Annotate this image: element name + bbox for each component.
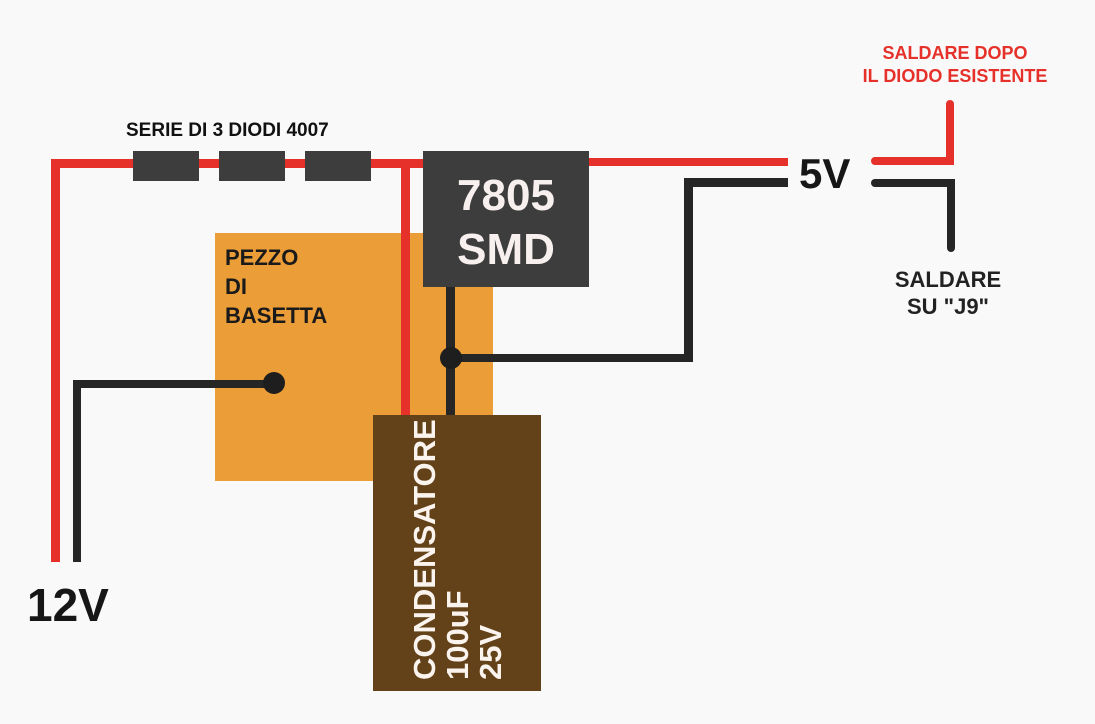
solder-positive-wire-vertical [946, 100, 954, 165]
diode-3 [305, 151, 371, 181]
solder-note-red: SALDARE DOPO IL DIODO ESISTENTE [840, 42, 1070, 88]
solder-ground-wire-vertical [947, 179, 955, 252]
input-ground-over-board [215, 380, 275, 388]
capacitor: CONDENSATORE 100uF 25V [373, 415, 541, 691]
capacitor-label-line1: CONDENSATORE [407, 419, 442, 680]
solder-ground-wire-horizontal [871, 179, 955, 187]
diode-2 [219, 151, 285, 181]
input-voltage-label: 12V [27, 579, 109, 631]
solder-note-red-line1: SALDARE DOPO [882, 43, 1028, 63]
input-positive-wire-vertical [51, 161, 60, 562]
regulator-label-line2: SMD [457, 225, 555, 274]
diodes-label: SERIE DI 3 DIODI 4007 [126, 120, 329, 141]
input-ground-wire-vertical [73, 380, 81, 562]
ground-pad-dot-over-board [263, 372, 285, 394]
output-ground-wire-vertical [684, 180, 693, 362]
board-label: PEZZO DI BASETTA [225, 243, 327, 330]
solder-note-black-line1: SALDARE [894, 267, 1002, 292]
regulator-7805: 7805 SMD [423, 151, 589, 287]
output-voltage-label: 5V [799, 150, 851, 197]
board-label-line3: BASETTA [225, 303, 328, 328]
output-positive-wire [588, 158, 788, 166]
positive-wire-over-board [401, 233, 410, 416]
ground-junction-dot-over-board [440, 347, 462, 369]
output-ground-wire-top [684, 178, 788, 187]
board-label-line2: DI [225, 274, 247, 299]
solder-note-red-line2: IL DIODO ESISTENTE [862, 66, 1048, 86]
solder-note-black: SALDARE SU "J9" [848, 266, 1048, 320]
diode-1 [133, 151, 199, 181]
regulator-label-line1: 7805 [457, 171, 555, 220]
capacitor-label-line2: 100uF [440, 590, 475, 680]
input-ground-wire-horizontal [73, 380, 273, 388]
capacitor-label: CONDENSATORE 100uF 25V [407, 419, 508, 680]
output-ground-over-board [452, 354, 493, 362]
board-label-line1: PEZZO [225, 245, 299, 270]
solder-note-black-line2: SU "J9" [906, 294, 989, 319]
output-ground-wire-horizontal [452, 354, 692, 362]
solder-positive-wire-horizontal [871, 157, 954, 165]
capacitor-label-line3: 25V [473, 624, 508, 680]
